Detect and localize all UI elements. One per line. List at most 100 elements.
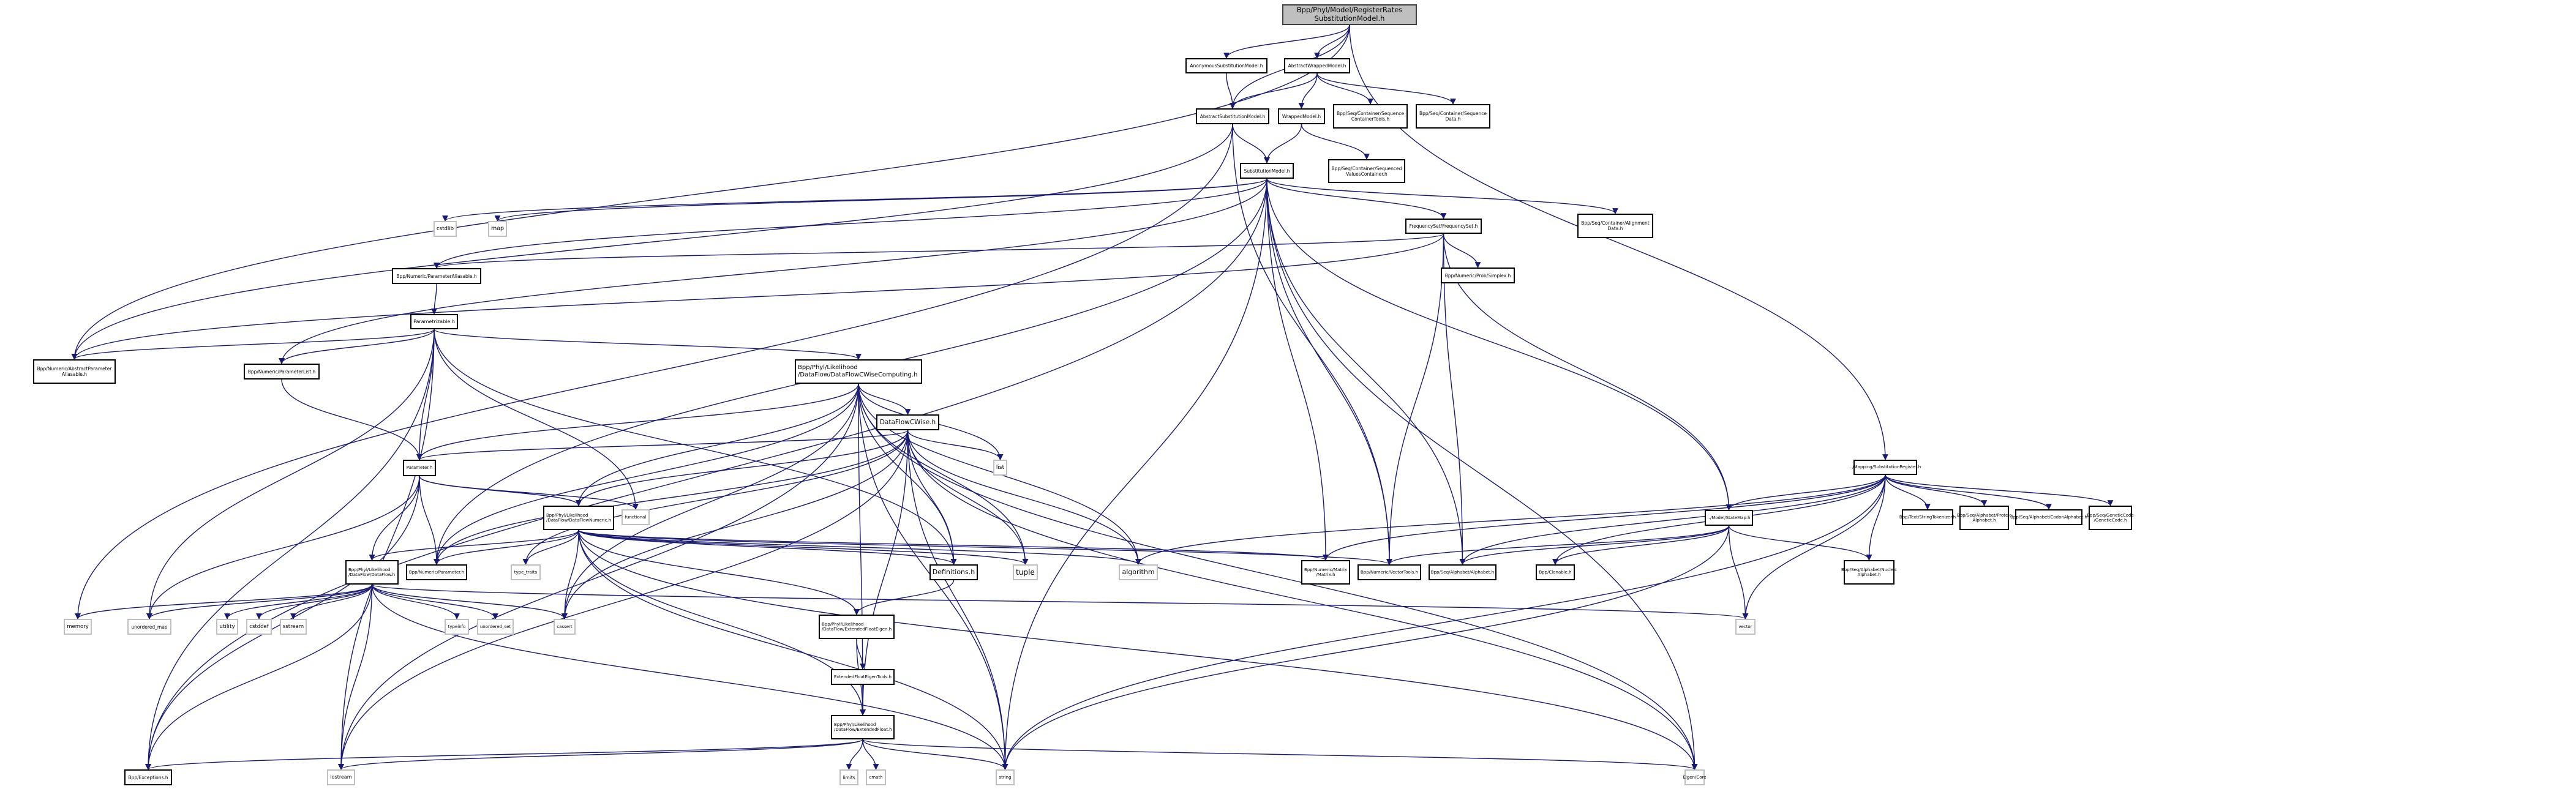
node-iostream[interactable]: iostream	[327, 769, 355, 785]
edge-subreg-to-vector	[1742, 474, 1886, 619]
edge-awm-to-sct	[1316, 73, 1373, 105]
node-label: Bpp/Seq/Alphabet/CodonAlphabet.h	[2010, 514, 2087, 520]
edge-dfn-to-df	[369, 529, 579, 561]
node-sstream[interactable]: sstream	[280, 619, 307, 635]
node-memory[interactable]: memory	[64, 619, 92, 635]
node-cmath[interactable]: cmath	[866, 769, 886, 785]
node-label: Bpp/Numeric/AbstractParameter Aliasable.…	[37, 366, 112, 377]
node-tuple[interactable]: tuple	[1013, 564, 1038, 580]
edge-df-to-memory	[75, 584, 373, 619]
node-extended-float-eigen-tools[interactable]: ExtendedFloatEigenTools.h	[831, 669, 895, 685]
edge-pa-to-ptz	[431, 283, 437, 315]
edge-dfcwc-to-dfn	[576, 383, 859, 506]
edge-ef-to-exceptions	[145, 739, 863, 770]
edge-df-to-cassert	[371, 584, 568, 619]
edge-sm-to-map	[494, 178, 1267, 222]
node-dataflow[interactable]: Bpp/Phyl/Likelihood /DataFlow/DataFlow.h	[345, 560, 399, 585]
node-list[interactable]: list	[993, 460, 1007, 476]
edge-df-to-uset	[371, 584, 498, 619]
node-cstddef[interactable]: cstddef	[246, 619, 272, 635]
node-nucleic-alphabet[interactable]: Bpp/Seq/Alphabet/Nucleic Alphabet.h	[1841, 560, 1897, 585]
node-label: Bpp/Seq/Container/Sequenced ValuesContai…	[1331, 165, 1402, 177]
edge-param-to-numparam	[419, 476, 440, 565]
node-label: Definitions.h	[932, 568, 975, 577]
node-cassert[interactable]: cassert	[554, 619, 576, 635]
node-sequence-data[interactable]: Bpp/Seq/Container/Sequence Data.h	[1416, 104, 1490, 129]
node-parametrizable[interactable]: Parametrizable.h	[410, 314, 458, 329]
node-numeric-parameter[interactable]: Bpp/Numeric/Parameter.h	[406, 564, 467, 580]
node-exceptions[interactable]: Bpp/Exceptions.h	[124, 769, 172, 785]
node-string[interactable]: string	[996, 769, 1015, 785]
node-label: sstream	[282, 623, 304, 630]
node-typeinfo[interactable]: typeinfo	[445, 619, 469, 635]
node-simplex[interactable]: Bpp/Numeric/Prob/Simplex.h	[1441, 267, 1515, 283]
edge-sm-to-pl	[279, 178, 1267, 364]
node-statemap[interactable]: ../Model/StateMap.h	[1705, 510, 1753, 526]
edge-sm-to-string	[1002, 178, 1267, 770]
edge-dfn-to-numparam	[434, 529, 579, 565]
node-abstract-substitution-model[interactable]: AbstractSubstitutionModel.h	[1196, 108, 1269, 124]
node-functional[interactable]: functional	[621, 509, 650, 525]
node-vector[interactable]: vector	[1735, 619, 1756, 635]
edge-df-to-typeinfo	[371, 584, 460, 619]
node-label: Bpp/Phyl/Likelihood /DataFlow/DataFlowCW…	[798, 364, 918, 378]
node-unordered-map[interactable]: unordered_map	[127, 619, 171, 635]
node-utility[interactable]: utility	[216, 619, 238, 635]
node-root-registerrates[interactable]: Bpp/Phyl/Model/RegisterRates Substitutio…	[1282, 4, 1417, 25]
edge-subreg-to-matrix	[1323, 474, 1886, 561]
edge-df-to-exceptions	[145, 584, 373, 770]
node-label: algorithm	[1122, 568, 1155, 577]
node-parameter-list[interactable]: Bpp/Numeric/ParameterList.h	[244, 364, 320, 380]
node-label: AbstractWrappedModel.h	[1288, 63, 1346, 69]
node-extended-float-eigen[interactable]: Bpp/Phyl/Likelihood /DataFlow/ExtendedFl…	[819, 615, 895, 639]
node-label: memory	[67, 623, 89, 630]
node-vector-tools[interactable]: Bpp/Numeric/VectorTools.h	[1357, 564, 1421, 580]
edge-fs-to-statemap	[1443, 233, 1732, 510]
node-clonable[interactable]: Bpp/Clonable.h	[1536, 564, 1575, 580]
edge-root-to-anon	[1223, 24, 1350, 59]
node-string-tokenizer[interactable]: Bpp/Text/StringTokenizer.h	[1899, 509, 1956, 525]
node-dataflow-numeric[interactable]: Bpp/Phyl/Likelihood /DataFlow/DataFlowNu…	[543, 506, 614, 530]
node-parameter-aliasable[interactable]: Bpp/Numeric/ParameterAliasable.h	[392, 268, 481, 284]
node-matrix[interactable]: Bpp/Numeric/Matrix /Matrix.h	[1301, 560, 1350, 585]
edge-dfn-to-tuple	[578, 529, 1029, 565]
node-codon-alphabet[interactable]: Bpp/Seq/Alphabet/CodonAlphabet.h	[2010, 509, 2087, 525]
node-sequence-container-tools[interactable]: Bpp/Seq/Container/Sequence ContainerTool…	[1333, 104, 1408, 129]
node-frequency-set[interactable]: FrequencySet/FrequencySet.h	[1405, 219, 1482, 234]
node-alignment-data[interactable]: Bpp/Seq/Container/Alignment Data.h	[1577, 214, 1653, 238]
node-algorithm[interactable]: algorithm	[1119, 564, 1158, 580]
node-sequenced-values-container[interactable]: Bpp/Seq/Container/Sequenced ValuesContai…	[1328, 159, 1405, 183]
node-label: cmath	[869, 774, 883, 780]
node-anonymous-substitution-model[interactable]: AnonymousSubstitutionModel.h	[1185, 58, 1267, 73]
node-substitution-register[interactable]: ../Mapping/SubstitutionRegister.h	[1850, 460, 1921, 475]
edge-dfn-to-eigencore	[578, 529, 1698, 770]
node-dataflow-cwise[interactable]: DataFlowCWise.h	[876, 414, 939, 430]
node-alphabet[interactable]: Bpp/Seq/Alphabet/Alphabet.h	[1429, 564, 1496, 580]
edge-dfcw-to-string	[907, 430, 1008, 770]
node-eigen-core[interactable]: Eigen/Core	[1683, 769, 1707, 785]
node-label: ExtendedFloatEigenTools.h	[834, 674, 892, 679]
node-definitions[interactable]: Definitions.h	[929, 564, 978, 580]
node-label: list	[996, 464, 1005, 471]
edge-asm-to-apa	[71, 124, 1233, 360]
node-abstract-wrapped-model[interactable]: AbstractWrappedModel.h	[1284, 58, 1350, 73]
node-genetic-code[interactable]: Bpp/Seq/GeneticCode /GeneticCode.h	[2087, 506, 2134, 530]
node-parameter[interactable]: Parameter.h	[403, 460, 436, 476]
edge-param-to-functional	[419, 476, 639, 510]
edge-statemap-to-clonable	[1552, 525, 1730, 565]
node-limits[interactable]: limits	[839, 769, 858, 785]
node-unordered-set[interactable]: unordered_set	[477, 619, 514, 635]
node-type-traits[interactable]: type_traits	[511, 564, 541, 580]
node-label: string	[999, 774, 1012, 780]
node-wrapped-model[interactable]: WrappedModel.h	[1278, 108, 1325, 124]
node-abstract-parameter-aliasable[interactable]: Bpp/Numeric/AbstractParameter Aliasable.…	[33, 359, 116, 384]
node-cstdlib[interactable]: cstdlib	[434, 221, 457, 237]
edge-anon-to-asm	[1226, 73, 1236, 109]
node-extended-float[interactable]: Bpp/Phyl/Likelihood /DataFlow/ExtendedFl…	[831, 715, 895, 739]
node-proteic-alphabet[interactable]: Bpp/Seq/Alphabet/Proteic Alphabet.h	[1957, 506, 2011, 530]
node-map[interactable]: map	[488, 221, 507, 237]
edge-param-to-umap	[146, 476, 420, 619]
node-dataflow-cwise-computing[interactable]: Bpp/Phyl/Likelihood /DataFlow/DataFlowCW…	[795, 359, 922, 384]
node-substitution-model[interactable]: SubstitutionModel.h	[1240, 163, 1294, 179]
edge-dfn-to-typetraits	[522, 529, 579, 565]
